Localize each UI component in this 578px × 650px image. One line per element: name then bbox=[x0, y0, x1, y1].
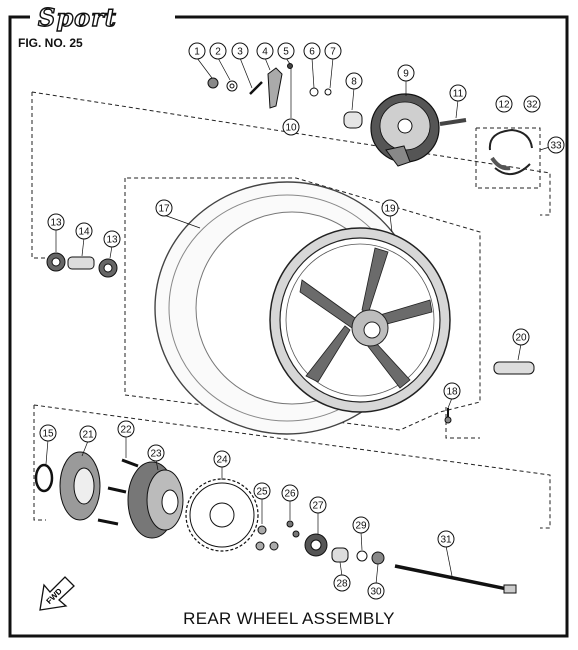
callout-number: 30 bbox=[370, 587, 382, 598]
callout-26: 26 bbox=[281, 484, 299, 502]
callout-10: 10 bbox=[282, 118, 300, 136]
callout-number: 23 bbox=[150, 449, 162, 460]
callout-13: 13 bbox=[103, 230, 121, 248]
callout-number: 15 bbox=[42, 429, 54, 440]
callout-18: 18 bbox=[443, 382, 461, 400]
callout-number: 4 bbox=[262, 47, 268, 58]
callout-14: 14 bbox=[75, 222, 93, 240]
callout-number: 29 bbox=[355, 521, 367, 532]
brake-panel bbox=[370, 93, 440, 167]
callout-19: 19 bbox=[381, 199, 399, 217]
callout-number: 9 bbox=[403, 69, 409, 80]
callout-15: 15 bbox=[39, 424, 57, 442]
rim bbox=[269, 227, 451, 413]
leader-lines bbox=[45, 57, 557, 585]
callout-17: 17 bbox=[155, 199, 173, 217]
callout-6: 6 bbox=[303, 42, 321, 60]
callout-7: 7 bbox=[324, 42, 342, 60]
callout-number: 12 bbox=[498, 100, 510, 111]
callout-20: 20 bbox=[512, 328, 530, 346]
brake-shoes bbox=[488, 128, 533, 175]
callout-8: 8 bbox=[345, 72, 363, 90]
axle-collar bbox=[493, 361, 535, 375]
callout-number: 32 bbox=[526, 100, 538, 111]
callout-number: 33 bbox=[550, 141, 562, 152]
callout-number: 1 bbox=[194, 47, 200, 58]
callout-30: 30 bbox=[367, 582, 385, 600]
callout-number: 10 bbox=[285, 123, 297, 134]
callout-number: 17 bbox=[158, 204, 170, 215]
callout-4: 4 bbox=[256, 42, 274, 60]
callout-9: 9 bbox=[397, 64, 415, 82]
callout-number: 22 bbox=[120, 425, 132, 436]
callout-24: 24 bbox=[213, 450, 231, 468]
callout-32: 32 bbox=[523, 95, 541, 113]
top-small-parts bbox=[207, 63, 467, 129]
callout-number: 8 bbox=[351, 77, 357, 88]
bottom-parts bbox=[34, 451, 517, 594]
callout-number: 3 bbox=[237, 47, 243, 58]
callout-number: 13 bbox=[50, 218, 62, 229]
callout-number: 19 bbox=[384, 204, 396, 215]
diagram-border bbox=[8, 15, 569, 638]
figure-label: FIG. NO. 25 bbox=[18, 36, 83, 50]
callout-29: 29 bbox=[352, 516, 370, 534]
callout-27: 27 bbox=[309, 496, 327, 514]
callout-number: 25 bbox=[256, 487, 268, 498]
callout-number: 11 bbox=[453, 89, 464, 100]
callout-2: 2 bbox=[209, 42, 227, 60]
callout-number: 27 bbox=[312, 501, 324, 512]
callout-number: 5 bbox=[283, 47, 289, 58]
callout-number: 18 bbox=[446, 387, 458, 398]
callout-number: 14 bbox=[78, 227, 90, 238]
callout-1: 1 bbox=[188, 42, 206, 60]
callout-3: 3 bbox=[231, 42, 249, 60]
callout-number: 28 bbox=[336, 579, 348, 590]
callout-21: 21 bbox=[79, 425, 97, 443]
callout-31: 31 bbox=[437, 530, 455, 548]
diagram-caption: REAR WHEEL ASSEMBLY bbox=[183, 609, 395, 628]
callout-25: 25 bbox=[253, 482, 271, 500]
callout-number: 7 bbox=[330, 47, 336, 58]
callout-number: 31 bbox=[440, 535, 452, 546]
callout-number: 13 bbox=[106, 235, 118, 246]
callout-23: 23 bbox=[147, 444, 165, 462]
valve bbox=[444, 408, 452, 424]
callout-number: 2 bbox=[215, 47, 221, 58]
callout-5: 5 bbox=[277, 42, 295, 60]
callout-13: 13 bbox=[47, 213, 65, 231]
callout-12: 12 bbox=[495, 95, 513, 113]
callout-number: 26 bbox=[284, 489, 296, 500]
callout-11: 11 bbox=[449, 84, 467, 102]
brand-logo: Sport bbox=[37, 3, 117, 32]
callout-28: 28 bbox=[333, 574, 351, 592]
callout-number: 24 bbox=[216, 455, 228, 466]
fwd-arrow-icon bbox=[39, 576, 75, 611]
left-bearings bbox=[46, 252, 118, 278]
callout-number: 21 bbox=[82, 430, 94, 441]
callout-number: 6 bbox=[309, 47, 315, 58]
callout-33: 33 bbox=[547, 136, 565, 154]
callout-22: 22 bbox=[117, 420, 135, 438]
callout-number: 20 bbox=[515, 333, 527, 344]
